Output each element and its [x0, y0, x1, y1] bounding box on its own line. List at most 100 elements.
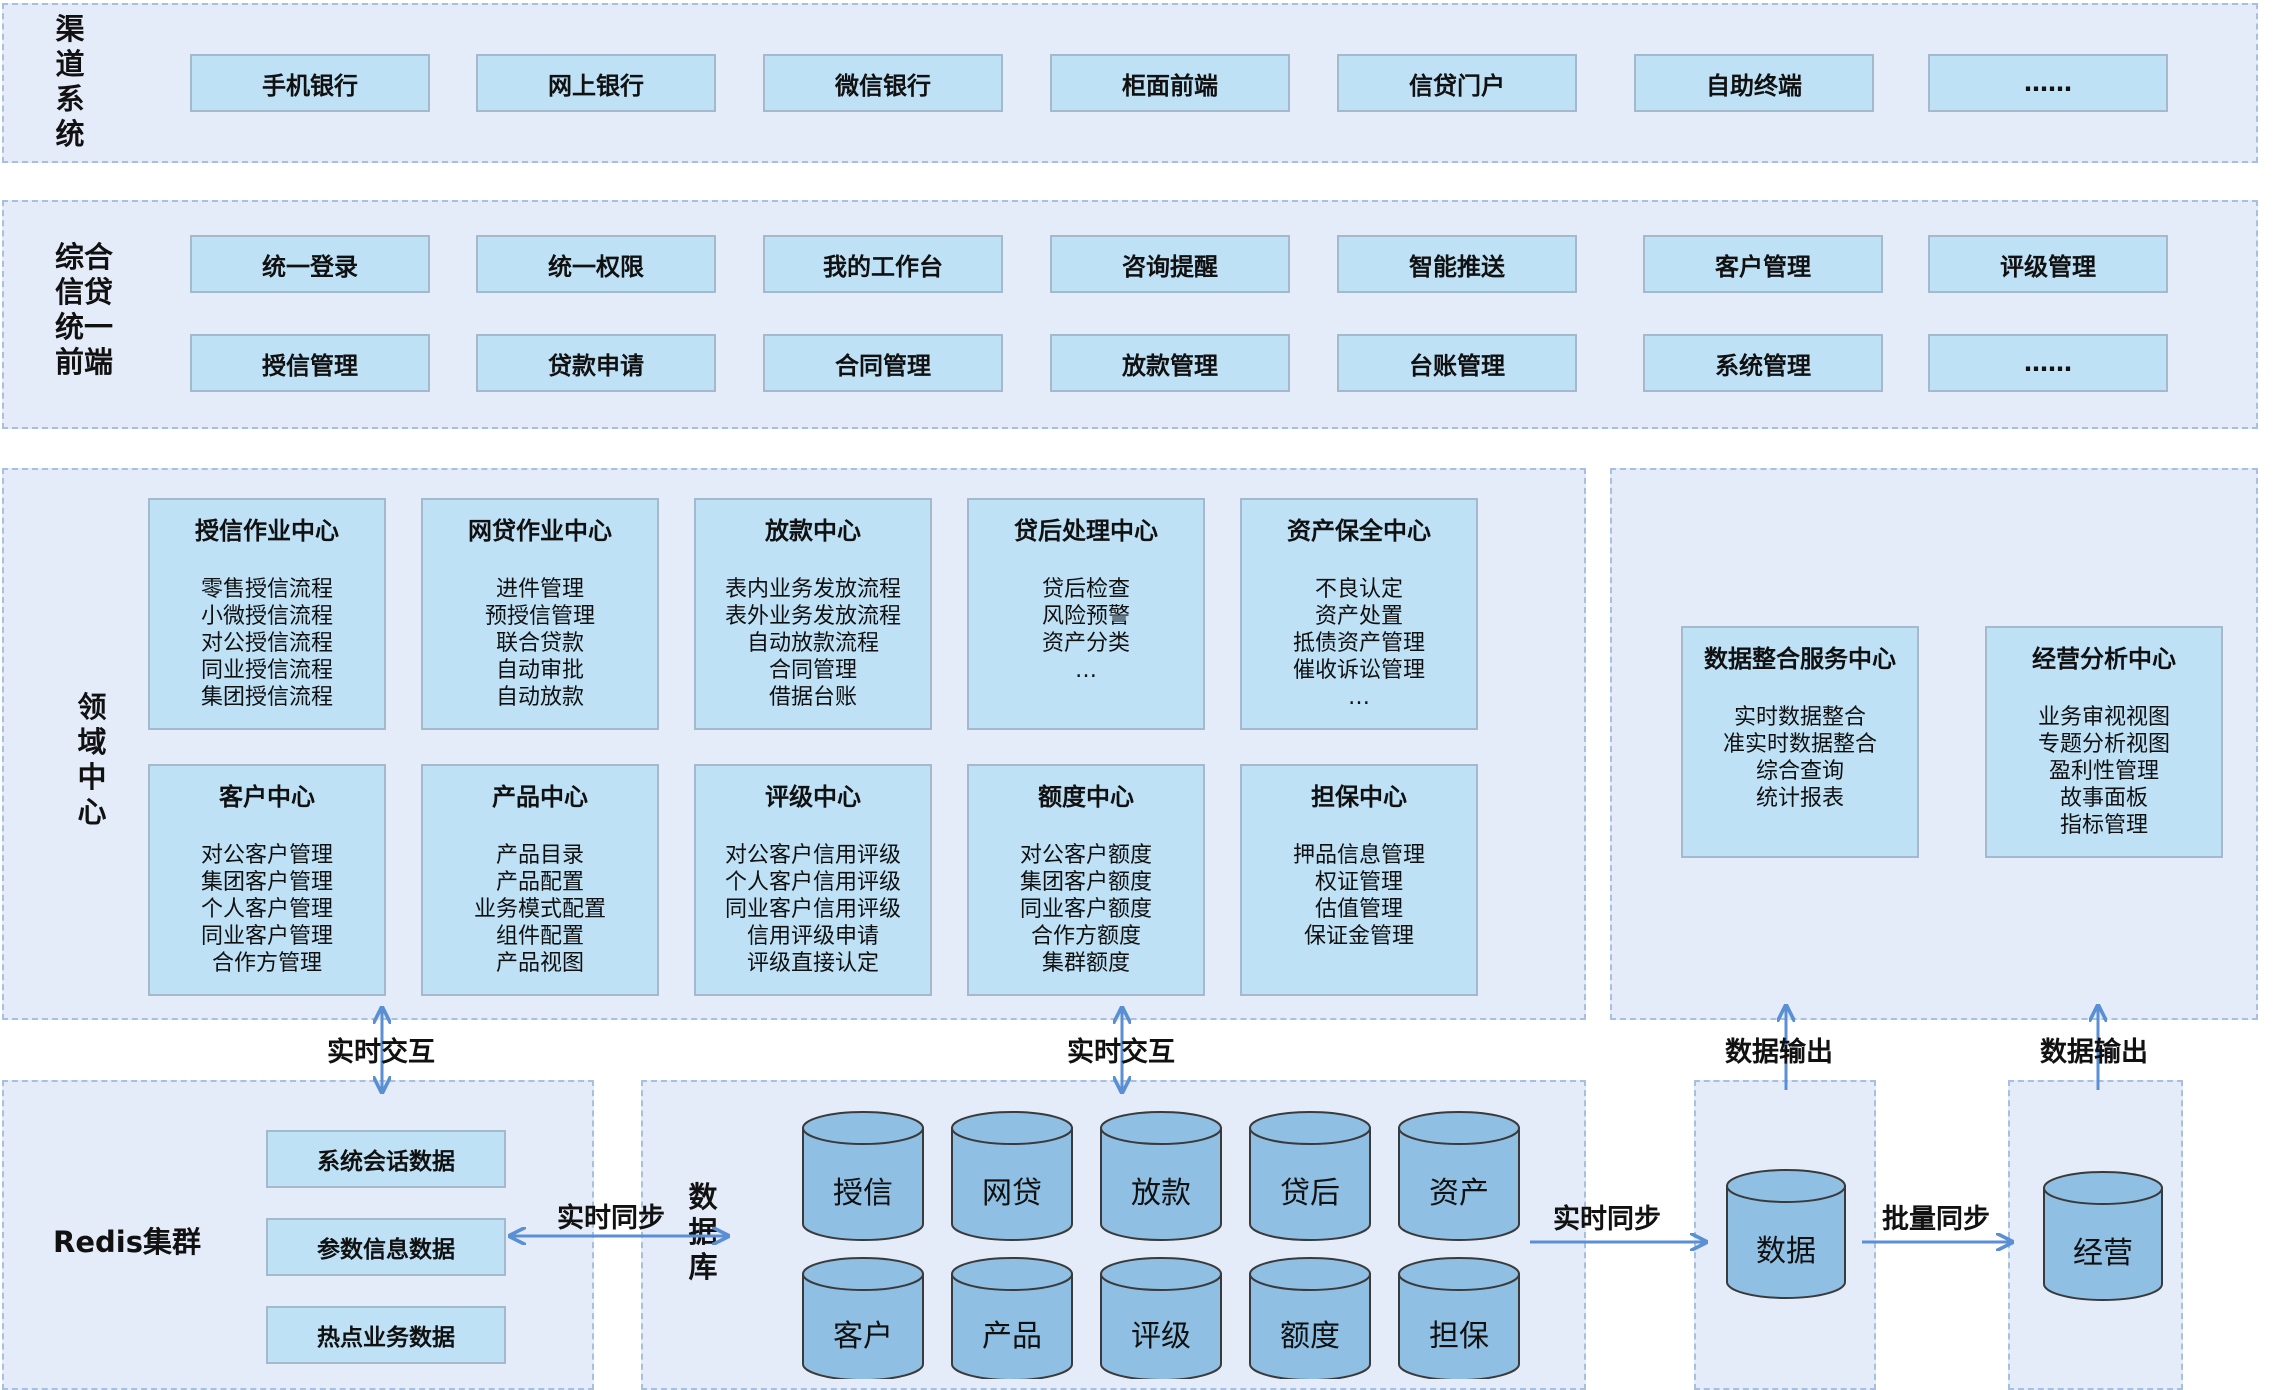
card-item: 组件配置 [495, 924, 584, 949]
channel-item: 信贷门户 [1337, 54, 1577, 112]
label-data-output-2: 数据输出 [2040, 1037, 2148, 1068]
card-items: 对公客户信用评级个人客户信用评级同业客户信用评级信用评级申请评级直接认定 [696, 842, 930, 977]
frontend-item: …… [1928, 334, 2168, 392]
frontend-item: 合同管理 [763, 334, 1003, 392]
card-item: 表内业务发放流程 [724, 577, 901, 602]
card-item: 借据台账 [768, 685, 857, 710]
domain-center-card: 客户中心对公客户管理集团客户管理个人客户管理同业客户管理合作方管理 [148, 764, 386, 996]
frontend-item: 统一登录 [190, 235, 430, 293]
frontend-item: 贷款申请 [476, 334, 716, 392]
card-item: 准实时数据整合 [1722, 732, 1877, 757]
channel-item: 网上银行 [476, 54, 716, 112]
frontend-item: 统一权限 [476, 235, 716, 293]
redis-item: 参数信息数据 [266, 1218, 506, 1276]
label-realtime-interact-1: 实时交互 [327, 1037, 435, 1068]
card-item: 自动放款 [495, 685, 584, 710]
frontend-item: 客户管理 [1643, 235, 1883, 293]
card-item: 集团客户额度 [1019, 870, 1152, 895]
card-item: 业务审视视图 [2037, 705, 2170, 730]
frontend-item: 评级管理 [1928, 235, 2168, 293]
db-cylinder-label: 产品 [982, 1319, 1042, 1354]
card-item: 对公客户管理 [200, 843, 333, 868]
card-title: 贷后处理中心 [1014, 517, 1158, 545]
card-item: 专题分析视图 [2037, 732, 2170, 757]
card-item: 同业客户额度 [1019, 897, 1152, 922]
card-item: 估值管理 [1314, 897, 1403, 922]
analytics-center-card: 数据整合服务中心实时数据整合准实时数据整合综合查询统计报表 [1681, 626, 1919, 858]
redis-item: 热点业务数据 [266, 1306, 506, 1364]
card-item: 指标管理 [2059, 813, 2148, 838]
channel-item: 自助终端 [1634, 54, 1874, 112]
card-title: 经营分析中心 [2032, 645, 2176, 673]
card-item: 评级直接认定 [746, 951, 879, 976]
card-item: 资产分类 [1041, 631, 1130, 656]
card-item: 产品配置 [495, 870, 584, 895]
frontend-item: 智能推送 [1337, 235, 1577, 293]
db-cylinder-label: 评级 [1131, 1319, 1191, 1354]
card-item: … [1348, 685, 1370, 710]
domain-center-card: 产品中心产品目录产品配置业务模式配置组件配置产品视图 [421, 764, 659, 996]
card-items: 进件管理预授信管理联合贷款自动审批自动放款 [423, 576, 657, 711]
domain-center-card: 资产保全中心不良认定资产处置抵债资产管理催收诉讼管理… [1240, 498, 1478, 730]
frontend-item: 系统管理 [1643, 334, 1883, 392]
card-item: 个人客户信用评级 [724, 870, 901, 895]
card-title: 授信作业中心 [195, 517, 339, 545]
card-items: 表内业务发放流程表外业务发放流程自动放款流程合同管理借据台账 [696, 576, 930, 711]
domain-center-card: 贷后处理中心贷后检查风险预警资产分类… [967, 498, 1205, 730]
card-item: 对公授信流程 [200, 631, 333, 656]
card-item: 信用评级申请 [746, 924, 879, 949]
card-title: 网贷作业中心 [468, 517, 612, 545]
frontend-item: 台账管理 [1337, 334, 1577, 392]
card-item: 资产处置 [1314, 604, 1403, 629]
card-title: 产品中心 [492, 783, 588, 811]
label-realtime-interact-2: 实时交互 [1067, 1037, 1175, 1068]
domain-center-card: 评级中心对公客户信用评级个人客户信用评级同业客户信用评级信用评级申请评级直接认定 [694, 764, 932, 996]
card-items: 对公客户额度集团客户额度同业客户额度合作方额度集群额度 [969, 842, 1203, 977]
label-data-output-1: 数据输出 [1725, 1037, 1833, 1068]
biz-cylinder-label: 经营 [2073, 1236, 2133, 1271]
card-item: 集团客户管理 [200, 870, 333, 895]
card-item: 风险预警 [1041, 604, 1130, 629]
card-title: 客户中心 [219, 783, 315, 811]
label-batch-sync: 批量同步 [1882, 1204, 1990, 1235]
card-items: 实时数据整合准实时数据整合综合查询统计报表 [1683, 704, 1917, 812]
card-item: 产品视图 [495, 951, 584, 976]
db-cylinder-label: 担保 [1429, 1319, 1489, 1354]
label-realtime-sync-1: 实时同步 [557, 1203, 665, 1234]
card-item: 小微授信流程 [200, 604, 333, 629]
card-item: 自动审批 [495, 658, 584, 683]
card-items: 押品信息管理权证管理估值管理保证金管理 [1242, 842, 1476, 950]
card-item: 表外业务发放流程 [724, 604, 901, 629]
card-item: 故事面板 [2059, 786, 2148, 811]
card-item: 权证管理 [1314, 870, 1403, 895]
card-items: 产品目录产品配置业务模式配置组件配置产品视图 [423, 842, 657, 977]
card-item: 催收诉讼管理 [1292, 658, 1425, 683]
card-item: 统计报表 [1755, 786, 1844, 811]
card-item: 零售授信流程 [200, 577, 333, 602]
card-item: 对公客户信用评级 [724, 843, 901, 868]
card-title: 担保中心 [1311, 783, 1407, 811]
domain-center-card: 放款中心表内业务发放流程表外业务发放流程自动放款流程合同管理借据台账 [694, 498, 932, 730]
db-cylinder-label: 额度 [1280, 1319, 1340, 1354]
card-item: 不良认定 [1314, 577, 1403, 602]
card-item: 产品目录 [495, 843, 584, 868]
card-item: 个人客户管理 [200, 897, 333, 922]
card-item: 盈利性管理 [2048, 759, 2159, 784]
frontend-item: 放款管理 [1050, 334, 1290, 392]
card-title: 资产保全中心 [1287, 517, 1431, 545]
label-realtime-sync-2: 实时同步 [1553, 1204, 1661, 1235]
db-cylinder-label: 资产 [1429, 1176, 1489, 1211]
domain-center-card: 担保中心押品信息管理权证管理估值管理保证金管理 [1240, 764, 1478, 996]
card-item: 业务模式配置 [473, 897, 606, 922]
domain-center-card: 额度中心对公客户额度集团客户额度同业客户额度合作方额度集群额度 [967, 764, 1205, 996]
card-item: 预授信管理 [484, 604, 595, 629]
card-item: 同业客户管理 [200, 924, 333, 949]
card-item: 实时数据整合 [1733, 705, 1866, 730]
card-items: 业务审视视图专题分析视图盈利性管理故事面板指标管理 [1987, 704, 2221, 839]
analytics-center-card: 经营分析中心业务审视视图专题分析视图盈利性管理故事面板指标管理 [1985, 626, 2223, 858]
card-title: 数据整合服务中心 [1704, 645, 1896, 673]
card-item: 对公客户额度 [1019, 843, 1152, 868]
domain-center-card: 网贷作业中心进件管理预授信管理联合贷款自动审批自动放款 [421, 498, 659, 730]
card-item: 联合贷款 [495, 631, 584, 656]
channel-label: 渠道系统 [55, 12, 85, 151]
